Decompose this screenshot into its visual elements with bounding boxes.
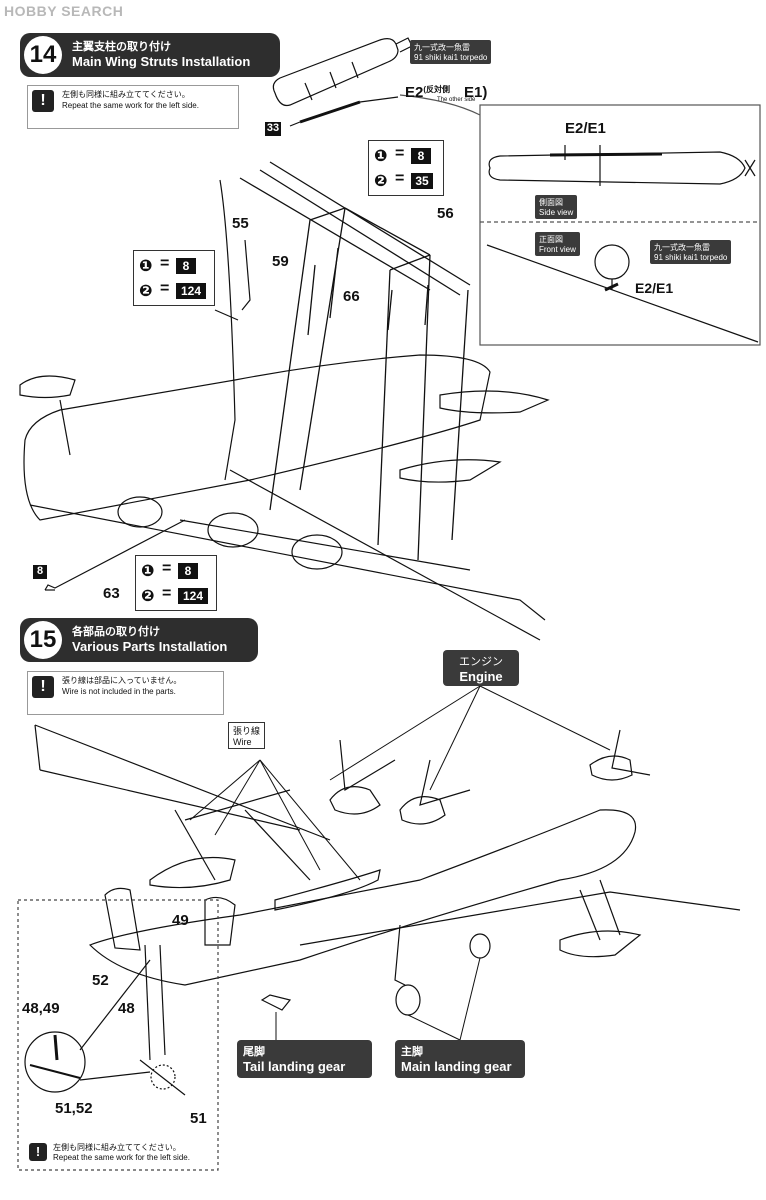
engine-label: エンジン Engine (443, 650, 519, 686)
main-gear-label: 主脚 Main landing gear (395, 1040, 525, 1078)
color-c-key1: ❶ (141, 563, 155, 580)
inset-torpedo-en: 91 shiki kai1 torpedo (654, 253, 728, 262)
part-52-label: 52 (92, 972, 109, 989)
color-a-key2: ❷ (374, 173, 388, 190)
color-b-val2: 124 (176, 283, 206, 299)
inset-torpedo-jp: 九一式改一魚雷 (654, 243, 710, 252)
bottom-note: ! 左側も同様に組み立ててください。 Repeat the same work … (25, 1140, 215, 1168)
tail-gear-jp: 尾脚 (243, 1046, 265, 1058)
step15-note-en: Wire is not included in the parts. (62, 687, 176, 696)
step14-header: 14 主翼支柱の取り付け Main Wing Struts Installati… (20, 33, 280, 77)
side-view-tag: 側面図 Side view (535, 195, 578, 219)
front-view-tag: 正面図 Front view (535, 232, 580, 256)
color-c-val2: 124 (178, 588, 208, 604)
part-49-label: 49 (172, 912, 189, 929)
tail-gear-en: Tail landing gear (243, 1059, 346, 1074)
torpedo-drawing (272, 37, 413, 107)
color-c-val1: 8 (178, 563, 198, 579)
other-side-en: The other side (437, 97, 476, 103)
part-8-label: 8 (33, 565, 47, 579)
color-a-eq2: = (395, 170, 405, 187)
step15-header: 15 各部品の取り付け Various Parts Installation (20, 618, 258, 662)
wing-struts (239, 161, 471, 561)
side-view-en: Side view (539, 208, 574, 217)
step15-note: ! 張り線は部品に入っていません。 Wire is not included i… (27, 671, 224, 715)
callout-lines (189, 685, 611, 1041)
part-51-52-label: 51,52 (55, 1100, 93, 1117)
color-callout-c: ❶ = 8 ❷ = 124 (135, 555, 217, 611)
bottom-note-jp: 左側も同様に組み立ててください。 (53, 1143, 181, 1152)
color-b-eq1: = (160, 255, 170, 272)
color-a-val1: 8 (411, 148, 431, 164)
color-callout-a: ❶ = 8 ❷ = 35 (368, 140, 444, 196)
part-56-label: 56 (437, 205, 454, 222)
watermark: HOBBY SEARCH (4, 3, 124, 19)
wire-label-jp: 張り線 (233, 726, 261, 736)
step14-title-en: Main Wing Struts Installation (72, 54, 251, 69)
step15-title-en: Various Parts Installation (72, 639, 228, 654)
side-view-jp: 側面図 (539, 198, 563, 207)
step14-note: ! 左側も同様に組み立ててください。 Repeat the same work … (27, 85, 239, 129)
tail-gear-label: 尾脚 Tail landing gear (237, 1040, 372, 1078)
detail-dashed-frame (17, 899, 219, 1171)
step14-aircraft (19, 179, 550, 641)
torpedo-label: 九一式改一魚雷 91 shiki kai1 torpedo (410, 40, 492, 64)
step15-number: 15 (24, 621, 62, 659)
e2-code: E2 (405, 84, 424, 101)
color-b-key2: ❷ (139, 283, 153, 300)
part-59-label: 59 (272, 253, 289, 270)
color-b-key1: ❶ (139, 258, 153, 275)
info-icon: ! (29, 1143, 47, 1161)
step14-title-jp: 主翼支柱の取り付け (72, 41, 171, 53)
step15-aircraft (34, 724, 741, 1016)
front-view-en: Front view (539, 245, 576, 254)
color-a-val2: 35 (411, 173, 433, 189)
part-66-label: 66 (343, 288, 360, 305)
color-c-key2: ❷ (141, 588, 155, 605)
engine-label-en: Engine (459, 669, 503, 684)
color-b-val1: 8 (176, 258, 196, 274)
bracket-e2 (289, 96, 399, 127)
step15-note-jp: 張り線は部品に入っていません。 (62, 676, 182, 685)
part-48-49-label: 48,49 (22, 1000, 60, 1017)
wire-label: 張り線 Wire (228, 722, 266, 749)
color-callout-b: ❶ = 8 ❷ = 124 (133, 250, 215, 306)
part-55-label: 55 (232, 215, 249, 232)
part-63 (44, 519, 186, 591)
color-c-eq1: = (162, 560, 172, 577)
inset-torpedo-side (488, 145, 756, 186)
part-63-label: 63 (103, 585, 120, 602)
step14-note-jp: 左側も同様に組み立ててください。 (62, 90, 190, 99)
step14-number: 14 (24, 36, 62, 74)
info-icon: ! (32, 676, 54, 698)
color-b-eq2: = (160, 280, 170, 297)
tail-struts-detail (24, 944, 186, 1096)
info-icon: ! (32, 90, 54, 112)
color-a-key1: ❶ (374, 148, 388, 165)
main-gear-en: Main landing gear (401, 1059, 512, 1074)
inset-frame (479, 104, 761, 346)
wire-label-en: Wire (233, 737, 252, 747)
engine-label-jp: エンジン (459, 656, 503, 668)
inset-torpedo-label: 九一式改一魚雷 91 shiki kai1 torpedo (650, 240, 732, 264)
inset-title: E2/E1 (565, 120, 606, 137)
inset-e2e1-label: E2/E1 (635, 280, 674, 296)
color-c-eq2: = (162, 585, 172, 602)
color-a-eq1: = (395, 145, 405, 162)
torpedo-label-jp: 九一式改一魚雷 (414, 43, 470, 52)
inset-torpedo-front (486, 244, 759, 343)
bottom-note-en: Repeat the same work for the left side. (53, 1153, 190, 1162)
front-view-jp: 正面図 (539, 235, 563, 244)
step15-title-jp: 各部品の取り付け (72, 626, 160, 638)
part-51-label: 51 (190, 1110, 207, 1127)
main-gear-jp: 主脚 (401, 1046, 423, 1058)
other-side-jp: 反対側 (426, 85, 451, 94)
part-48-label: 48 (118, 1000, 135, 1017)
torpedo-label-en: 91 shiki kai1 torpedo (414, 53, 488, 62)
step14-note-en: Repeat the same work for the left side. (62, 101, 199, 110)
e1-code: E1 (464, 84, 483, 101)
part-33-label: 33 (265, 122, 281, 136)
